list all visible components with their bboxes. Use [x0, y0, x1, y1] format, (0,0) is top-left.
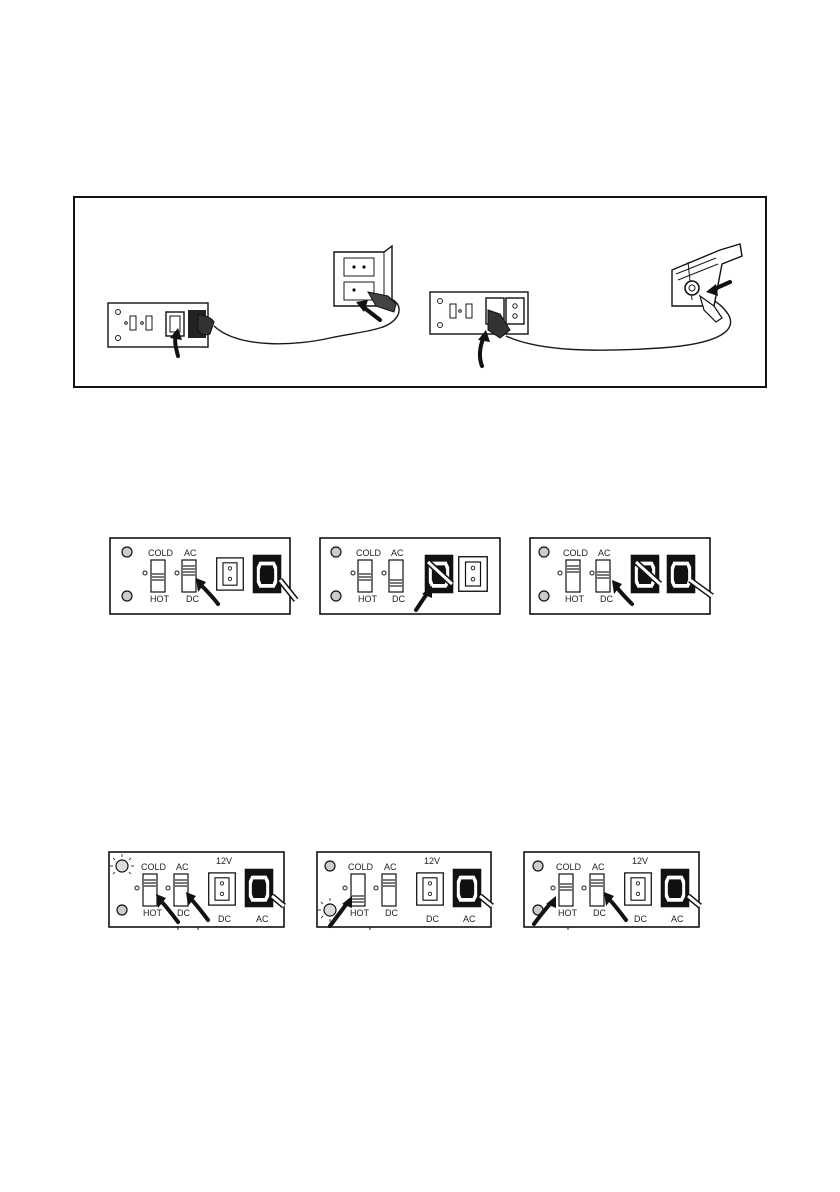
power-connection-figure: [74, 197, 766, 387]
switch-panel-3: COLD HOT AC DC: [530, 538, 712, 614]
v12-label: 12V: [216, 856, 232, 866]
ac-label: AC: [391, 548, 404, 558]
dc-socket-label: DC: [634, 914, 647, 924]
ac-label: AC: [176, 862, 189, 872]
ac-socket-label: AC: [256, 914, 269, 924]
mode-panel-1: COLD HOT AC DC 12V DC AC: [109, 852, 284, 930]
ac-label: AC: [592, 862, 605, 872]
ac-label: AC: [598, 548, 611, 558]
indicator-light: [324, 904, 336, 916]
ac-socket-label: AC: [463, 914, 476, 924]
hot-label: HOT: [358, 594, 378, 604]
ac-label: AC: [184, 548, 197, 558]
dc-socket-label: DC: [218, 914, 231, 924]
figure-frame: [74, 197, 766, 387]
v12-label: 12V: [632, 856, 648, 866]
cold-label: COLD: [563, 548, 589, 558]
hot-label: HOT: [150, 594, 170, 604]
cold-label: COLD: [556, 862, 582, 872]
cold-label: COLD: [148, 548, 174, 558]
mode-panel-2: COLD HOT AC DC 12V DC AC: [317, 852, 492, 930]
dc-label: DC: [385, 908, 398, 918]
v12-label: 12V: [424, 856, 440, 866]
cold-label: COLD: [356, 548, 382, 558]
cold-label: COLD: [348, 862, 374, 872]
cold-label: COLD: [141, 862, 167, 872]
switch-panel-1: COLD HOT AC DC: [110, 538, 296, 614]
ac-label: AC: [384, 862, 397, 872]
indicator-light: [116, 860, 128, 872]
hot-label: HOT: [558, 908, 578, 918]
mode-panel-3: COLD HOT AC DC 12V DC AC: [524, 852, 700, 930]
hot-label: HOT: [565, 594, 585, 604]
dc-label: DC: [186, 594, 199, 604]
ac-socket-label: AC: [671, 914, 684, 924]
dc-label: DC: [177, 908, 190, 918]
hot-label: HOT: [143, 908, 163, 918]
dc-label: DC: [593, 908, 606, 918]
dc-socket-label: DC: [426, 914, 439, 924]
switch-panel-2: COLD HOT AC DC: [320, 538, 500, 614]
hot-label: HOT: [350, 908, 370, 918]
dc-label: DC: [392, 594, 405, 604]
dc-label: DC: [600, 594, 613, 604]
